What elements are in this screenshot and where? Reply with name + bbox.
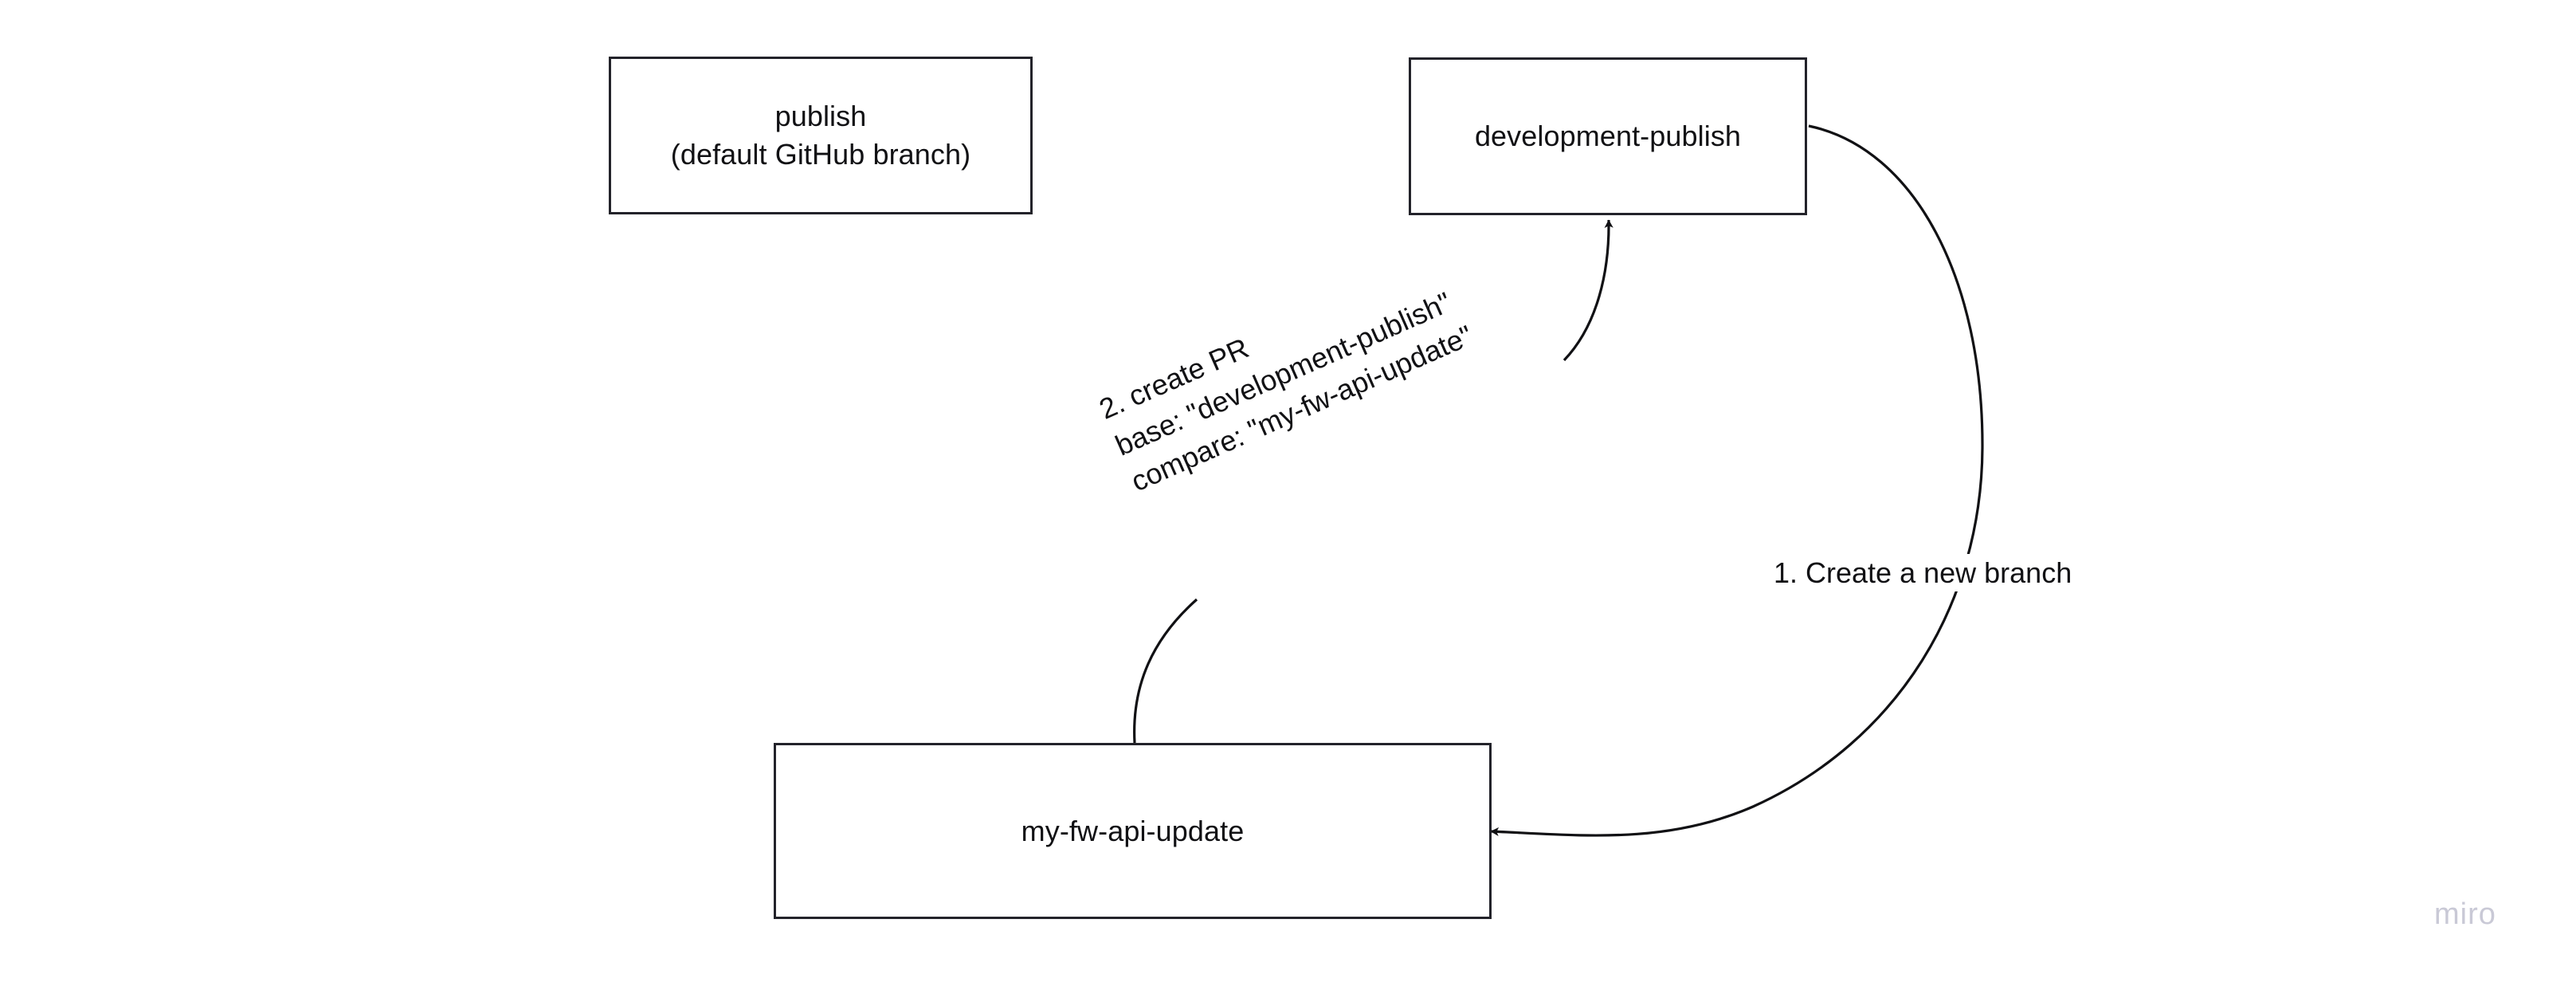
node-publish-label: publish (default GitHub branch): [670, 100, 971, 171]
miro-watermark: miro: [2434, 898, 2496, 931]
edge-create-pr-path-upper: [1562, 219, 1613, 362]
node-my-fw-api-update-label: my-fw-api-update: [1021, 814, 1245, 847]
node-development-publish-label: development-publish: [1474, 120, 1742, 153]
node-my-fw-api-update[interactable]: my-fw-api-update: [774, 743, 1492, 919]
edge-label-create-branch[interactable]: 1. Create a new branch: [1770, 554, 2076, 592]
node-development-publish[interactable]: development-publish: [1409, 57, 1807, 215]
node-publish[interactable]: publish (default GitHub branch): [609, 57, 1033, 214]
edge-create-pr-path: [1133, 598, 1198, 744]
edge-create-branch-path: [1490, 124, 1984, 837]
edge-label-create-pr[interactable]: 2. create PR base: "development-publish"…: [1094, 285, 1478, 498]
